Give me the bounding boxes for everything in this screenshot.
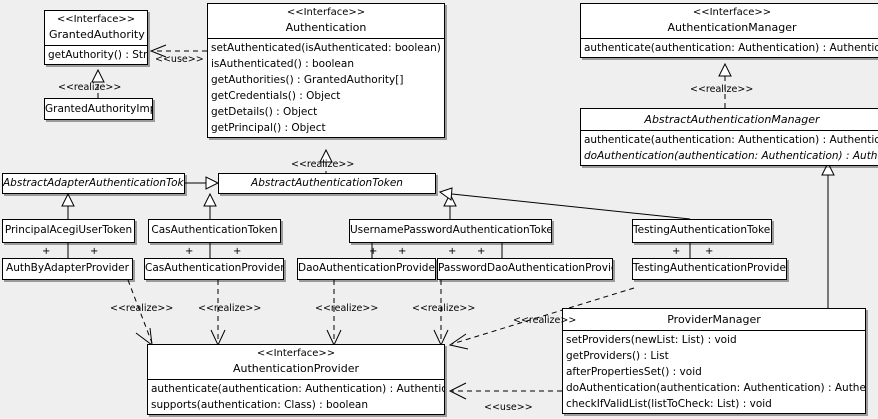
section-divider	[581, 38, 878, 39]
class-granted-authority-impl[interactable]: GrantedAuthorityImpl	[44, 98, 153, 120]
operations-section: setAuthenticated(isAuthenticated: boolea…	[208, 39, 444, 137]
edge-label-use-providermanager-authenticationprovider: <<use>>	[484, 402, 533, 413]
class-username-password-authentication-token[interactable]: UsernamePasswordAuthenticationToken	[349, 219, 552, 243]
class-header: ProviderManager	[563, 309, 865, 330]
class-header: <<Interface>> AuthenticationProvider	[148, 345, 444, 379]
class-provider-manager[interactable]: ProviderManager setProviders(newList: Li…	[562, 308, 866, 414]
section-divider	[148, 379, 444, 380]
class-password-dao-authentication-provider[interactable]: PasswordDaoAuthenticationProvider	[437, 258, 613, 280]
class-name-label: Authentication	[285, 21, 367, 34]
edge-label-realize-abstractauthenticationmanager: <<realize>>	[690, 84, 754, 95]
multiplicity-plus: +	[90, 246, 99, 257]
operation-row: setProviders(newList: List) : void	[566, 334, 737, 346]
operation-row: getPrincipal() : Object	[211, 122, 326, 134]
operations-section: setProviders(newList: List) : void getPr…	[563, 331, 865, 413]
stereotype-label: <<Interface>>	[256, 348, 336, 359]
multiplicity-plus: +	[477, 246, 486, 257]
operation-row: getProviders() : List	[566, 350, 669, 362]
operation-row: getCredentials() : Object	[211, 90, 341, 102]
class-abstract-authentication-manager[interactable]: AbstractAuthenticationManager authentica…	[580, 108, 878, 166]
edge-label-realize-grantedauthorityimpl: <<realize>>	[58, 82, 122, 93]
operation-row: setAuthenticated(isAuthenticated: boolea…	[211, 42, 444, 54]
class-abstract-authentication-token[interactable]: AbstractAuthenticationToken	[218, 173, 436, 194]
edge-label-realize-authbyadapter: <<realize>>	[110, 303, 174, 314]
class-name-label: AuthenticationManager	[667, 21, 797, 34]
class-name-label: AuthByAdapterProvider	[6, 262, 129, 274]
operations-section: getAuthority() : String	[45, 46, 147, 64]
edge-label-realize-testing: <<realize>>	[513, 315, 577, 326]
multiplicity-plus: +	[705, 246, 714, 257]
operation-row: doAuthentication(authentication: Authent…	[566, 382, 866, 394]
class-header: <<Interface>> Authentication	[208, 4, 444, 38]
class-name-label: UsernamePasswordAuthenticationToken	[350, 224, 552, 236]
class-header: AbstractAuthenticationManager	[581, 109, 878, 130]
operations-section: authenticate(authentication: Authenticat…	[581, 39, 878, 57]
multiplicity-plus: +	[42, 246, 51, 257]
class-name-label: PasswordDaoAuthenticationProvider	[438, 262, 613, 274]
class-name-label: TestingAuthenticationToken	[633, 224, 772, 236]
class-name-label: PrincipalAcegiUserToken	[4, 224, 133, 236]
class-name-label: AuthenticationProvider	[232, 362, 360, 375]
section-divider	[208, 38, 444, 39]
operation-row: getDetails() : Object	[211, 106, 318, 118]
operation-row: checkIfValidList(listToCheck: List) : vo…	[566, 398, 772, 410]
class-header: <<Interface>> GrantedAuthority	[45, 11, 147, 45]
edge-label-realize-cas: <<realize>>	[198, 303, 262, 314]
multiplicity-plus: +	[398, 246, 407, 257]
multiplicity-plus: +	[185, 246, 194, 257]
stereotype-label: <<Interface>>	[692, 7, 772, 18]
operations-section: authenticate(authentication: Authenticat…	[148, 380, 444, 414]
class-principal-acegi-user-token[interactable]: PrincipalAcegiUserToken	[2, 219, 135, 243]
stereotype-label: <<Interface>>	[286, 7, 366, 18]
stereotype-label: <<Interface>>	[56, 14, 136, 25]
operation-row: supports(authentication: Class) : boolea…	[151, 399, 368, 411]
edge-label-realize-dao: <<realize>>	[315, 303, 379, 314]
class-header: <<Interface>> AuthenticationManager	[581, 4, 878, 38]
class-name-label: AbstractAuthenticationToken	[251, 177, 403, 189]
operations-section: authenticate(authentication: Authenticat…	[581, 131, 878, 165]
class-dao-authentication-provider[interactable]: DaoAuthenticationProvider	[297, 258, 436, 280]
class-testing-authentication-token[interactable]: TestingAuthenticationToken	[632, 219, 772, 243]
multiplicity-plus: +	[369, 246, 378, 257]
class-authentication-provider[interactable]: <<Interface>> AuthenticationProvider aut…	[147, 344, 445, 415]
operation-row: afterPropertiesSet() : void	[566, 366, 702, 378]
class-name-label: DaoAuthenticationProvider	[298, 262, 436, 274]
multiplicity-plus: +	[233, 246, 242, 257]
class-name-label: GrantedAuthorityImpl	[45, 103, 153, 115]
class-abstract-adapter-authentication-token[interactable]: AbstractAdapterAuthenticationToken	[2, 173, 185, 194]
class-name-label: AbstractAuthenticationManager	[644, 113, 820, 126]
class-auth-by-adapter-provider[interactable]: AuthByAdapterProvider	[2, 258, 133, 280]
edge-label-realize-abstractauthenticationtoken: <<realize>>	[291, 159, 355, 170]
class-name-label: TestingAuthenticationProvider	[633, 262, 787, 274]
class-name-label: AbstractAdapterAuthenticationToken	[3, 177, 185, 189]
operation-row: getAuthorities() : GrantedAuthority[]	[211, 74, 404, 86]
class-name-label: CasAuthenticationToken	[151, 224, 278, 236]
class-testing-authentication-provider[interactable]: TestingAuthenticationProvider	[632, 258, 787, 280]
edge-label-realize-passworddao: <<realize>>	[412, 303, 476, 314]
class-cas-authentication-token[interactable]: CasAuthenticationToken	[148, 219, 281, 243]
section-divider	[45, 45, 147, 46]
section-divider	[563, 330, 865, 331]
operation-row: authenticate(authentication: Authenticat…	[584, 134, 878, 146]
class-authentication[interactable]: <<Interface>> Authentication setAuthenti…	[207, 3, 445, 138]
operation-row: authenticate(authentication: Authenticat…	[151, 383, 445, 395]
operation-row: authenticate(authentication: Authenticat…	[584, 42, 878, 54]
multiplicity-plus: +	[448, 246, 457, 257]
class-authentication-manager[interactable]: <<Interface>> AuthenticationManager auth…	[580, 3, 878, 58]
class-granted-authority[interactable]: <<Interface>> GrantedAuthority getAuthor…	[44, 10, 148, 65]
edge-label-use-authentication-grantedauthority: <<use>>	[155, 54, 204, 65]
section-divider	[581, 130, 878, 131]
operation-row: isAuthenticated() : boolean	[211, 58, 354, 70]
class-name-label: GrantedAuthority	[49, 28, 145, 41]
class-name-label: CasAuthenticationProvider	[145, 262, 284, 274]
class-cas-authentication-provider[interactable]: CasAuthenticationProvider	[144, 258, 284, 280]
class-name-label: ProviderManager	[667, 313, 761, 326]
operation-row: getAuthority() : String	[48, 49, 148, 61]
operation-row: doAuthentication(authentication: Authent…	[584, 150, 878, 162]
multiplicity-plus: +	[672, 246, 681, 257]
